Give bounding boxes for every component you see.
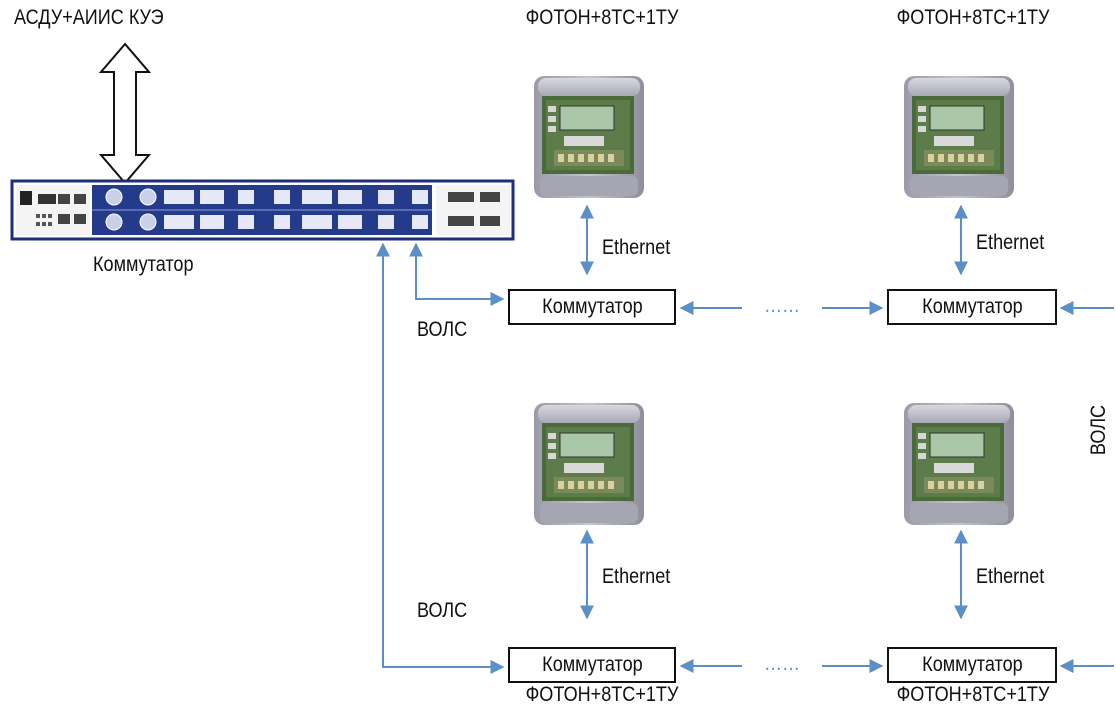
meter-icon xyxy=(533,402,645,526)
meter-icon xyxy=(533,75,645,199)
top-system-label: АСДУ+АИИС КУЭ xyxy=(14,6,164,29)
node-title: ФОТОН+8ТС+1ТУ xyxy=(896,683,1050,706)
fiber-label: ВОЛС xyxy=(417,599,468,622)
fiber-label-vertical: ВОЛС xyxy=(1087,404,1111,456)
rack-switch-icon xyxy=(10,179,515,241)
ethernet-label: Ethernet xyxy=(976,565,1045,588)
node-switch-box: Коммутатор xyxy=(887,647,1057,683)
main-switch-label: Коммутатор xyxy=(93,253,194,276)
node-switch-box: Коммутатор xyxy=(887,289,1057,325)
node-title: ФОТОН+8ТС+1ТУ xyxy=(896,6,1050,29)
ethernet-label: Ethernet xyxy=(976,231,1045,254)
node-title: ФОТОН+8ТС+1ТУ xyxy=(525,683,679,706)
meter-icon xyxy=(903,75,1015,199)
chain-dots: …… xyxy=(764,652,801,675)
node-switch-label: Коммутатор xyxy=(921,653,1023,676)
node-title: ФОТОН+8ТС+1ТУ xyxy=(525,6,679,29)
ethernet-label: Ethernet xyxy=(602,236,671,259)
node-switch-label: Коммутатор xyxy=(541,295,643,318)
fiber-link xyxy=(376,242,505,674)
fiber-link xyxy=(409,242,505,306)
fiber-label: ВОЛС xyxy=(417,318,468,341)
node-switch-label: Коммутатор xyxy=(921,295,1023,318)
chain-dots: …… xyxy=(764,294,801,317)
node-switch-box: Коммутатор xyxy=(508,289,676,325)
ethernet-label: Ethernet xyxy=(602,565,671,588)
meter-icon xyxy=(903,402,1015,526)
node-switch-label: Коммутатор xyxy=(541,653,643,676)
double-arrow-icon xyxy=(98,42,152,185)
node-switch-box: Коммутатор xyxy=(508,647,676,683)
